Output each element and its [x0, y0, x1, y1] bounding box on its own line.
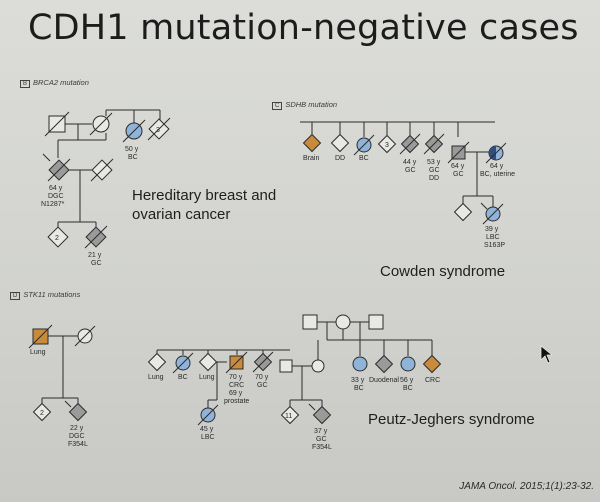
b-sibs-count: 3: [156, 127, 160, 134]
panel-d-text: STK11 mutations: [23, 290, 81, 299]
d2-count-diamond: [280, 405, 300, 425]
pedigree-brca2: 3 50 y BC 64 y DGC N1287* 2 21 y GC: [41, 109, 171, 267]
caption-cowden: Cowden syndrome: [380, 263, 506, 280]
c-53-dx2: DD: [429, 175, 439, 182]
d2-69-dx: prostate: [224, 398, 249, 405]
d2-gp-male-1: [302, 314, 318, 330]
c-39-dx: LBC: [486, 234, 500, 241]
d2-70b-age: 70 y: [255, 374, 269, 381]
b-proband-dx: DGC: [48, 193, 64, 200]
d2-37-dx: GC: [316, 436, 327, 443]
citation: JAMA Oncol. 2015;1(1):23-32.: [459, 481, 594, 492]
d2-56-dx: BC: [403, 385, 413, 392]
pedigree-stk11-b: Lung BC Lung 70 y CRC 69 y prostate 70 y…: [147, 314, 442, 451]
d2-70a-dx: CRC: [229, 382, 244, 389]
b-child-dx: GC: [91, 260, 102, 267]
d-count: 2: [40, 410, 44, 417]
d2-33-dx: BC: [354, 385, 364, 392]
d2-37-age: 37 y: [314, 428, 328, 435]
c-dd-diamond: [330, 133, 350, 153]
d2-37-proband-icon: [312, 405, 332, 425]
c-bc-label: BC: [359, 155, 369, 162]
d2-70a-age: 70 y: [229, 374, 243, 381]
c-64a-age: 64 y: [451, 163, 465, 170]
b-child-age: 21 y: [88, 252, 102, 259]
d2-lung1-diamond: [147, 352, 167, 372]
d2-duodenal-carrier-icon: [374, 354, 394, 374]
d2-37-var: F354L: [312, 444, 332, 451]
d2-56-affected-icon: [400, 356, 416, 372]
d2-bc-label: BC: [178, 374, 188, 381]
b-proband-age: 64 y: [49, 185, 63, 192]
d2-duodenal-label: Duodenal: [369, 377, 399, 384]
c-39-age: 39 y: [485, 226, 499, 233]
d2-56-age: 56 y: [400, 377, 414, 384]
caption-hboc: Hereditary breast and ovarian cancer: [132, 186, 276, 224]
d-lung-label: Lung: [30, 349, 46, 356]
d2-father: [279, 359, 293, 373]
caption-hboc-line1: Hereditary breast and: [132, 187, 277, 204]
c-44-age: 44 y: [403, 159, 417, 166]
slide-title: CDH1 mutation-negative cases: [28, 8, 579, 48]
panel-b-letter: B: [20, 80, 31, 88]
d-22-var: F354L: [68, 441, 88, 448]
d2-count: 11: [285, 413, 292, 420]
d2-crc-affected-icon: [422, 354, 442, 374]
d2-45-age: 45 y: [200, 426, 214, 433]
d-22-age: 22 y: [70, 425, 84, 432]
panel-c-letter: C: [272, 102, 283, 110]
panel-d-letter: D: [10, 292, 21, 300]
d2-70b-dx: GC: [257, 382, 268, 389]
pedigree-child-diamond: [47, 226, 69, 248]
mouse-cursor-icon: [540, 345, 554, 364]
d2-lung1-label: Lung: [148, 374, 164, 381]
b-aunt-age: 50 y: [125, 146, 139, 153]
c-count: 3: [385, 142, 389, 149]
pedigree-stk11-a: Lung 2 22 y DGC F354L: [28, 324, 96, 448]
b-aunt-dx: BC: [128, 154, 138, 161]
caption-peutz-jeghers: Peutz-Jeghers syndrome: [368, 411, 535, 428]
d2-69-age: 69 y: [229, 390, 243, 397]
d-count-diamond: [32, 402, 52, 422]
d2-45-dx: LBC: [201, 434, 215, 441]
d2-crc-label: CRC: [425, 377, 440, 384]
d-22-dx: DGC: [69, 433, 85, 440]
d-22-proband-icon: [68, 402, 88, 422]
b-proband-var: N1287*: [41, 201, 65, 208]
d2-lung2-diamond: [198, 352, 218, 372]
d2-mother: [311, 359, 325, 373]
d2-lung2-label: Lung: [199, 374, 215, 381]
d2-gp-male-2: [368, 314, 384, 330]
pedigree-sdhb: Brain DD BC 3 44 y GC 53 y GC DD 64 y GC…: [300, 121, 515, 249]
c-dd-label: DD: [335, 155, 345, 162]
c-53-dx1: GC: [429, 167, 440, 174]
panel-c-text: SDHB mutation: [285, 100, 338, 109]
c-child-diamond: [453, 202, 473, 222]
d2-gp-female: [335, 314, 351, 330]
b-child-count: 2: [55, 235, 59, 242]
c-count-diamond: [377, 134, 397, 154]
c-brain-affected-icon: [302, 133, 322, 153]
caption-hboc-line2: ovarian cancer: [132, 206, 231, 223]
c-53-age: 53 y: [427, 159, 441, 166]
c-39-var: S163P: [484, 242, 505, 249]
c-64b-age: 64 y: [490, 163, 504, 170]
c-44-dx: GC: [405, 167, 416, 174]
c-64a-dx: GC: [453, 171, 464, 178]
d2-33-age: 33 y: [351, 377, 365, 384]
d2-33-affected-icon: [352, 356, 368, 372]
c-64b-dx: BC, uterine: [480, 171, 515, 178]
panel-b-text: BRCA2 mutation: [33, 78, 89, 87]
c-brain-label: Brain: [303, 155, 319, 162]
